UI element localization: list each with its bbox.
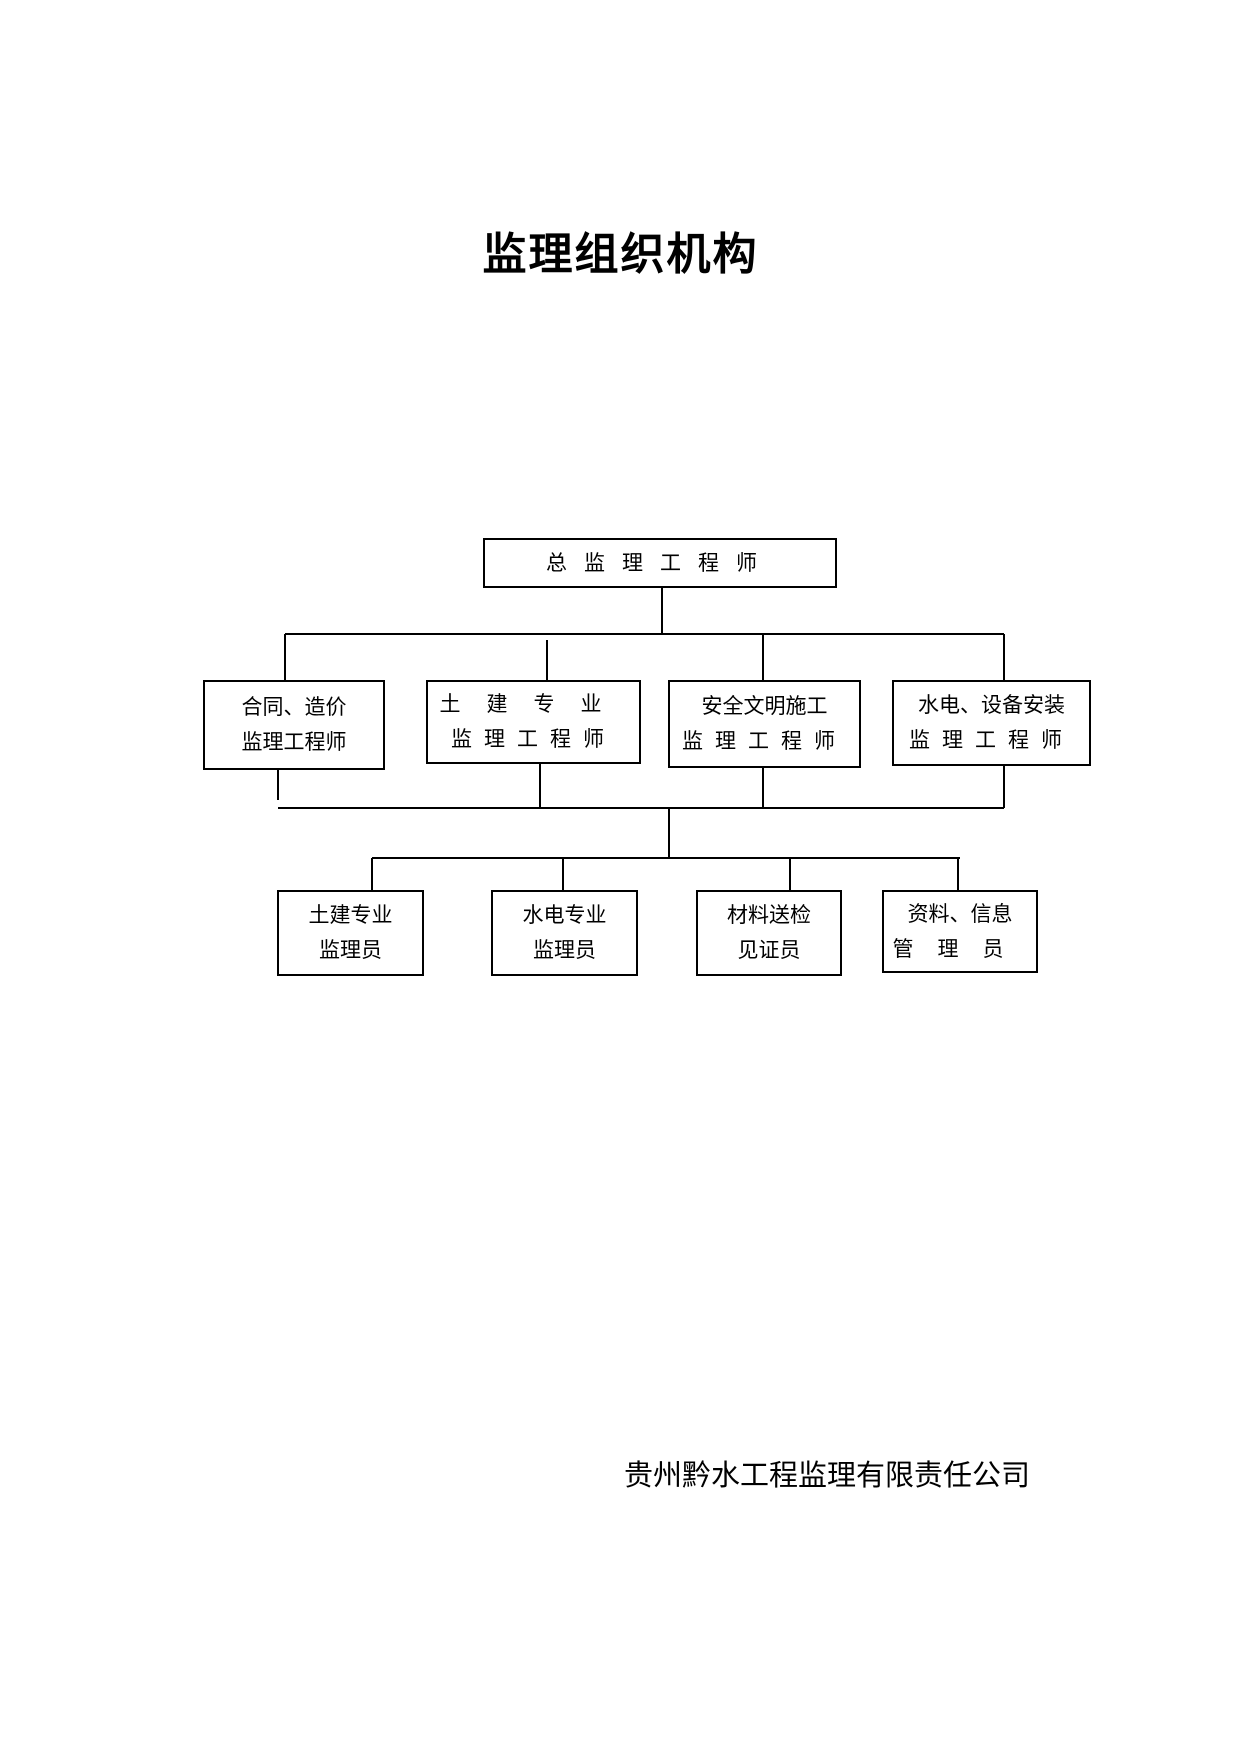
staff-box-line1: 资料、信息 bbox=[907, 901, 1013, 926]
staff-box-material-witness: 材料送检 见证员 bbox=[696, 890, 842, 976]
engineer-box-civil: 土建专业 监理工程师 bbox=[426, 680, 641, 764]
engineer-box-line2: 监理工程师 bbox=[909, 728, 1074, 752]
engineer-box-safety: 安全文明施工 监理工程师 bbox=[668, 680, 861, 768]
chief-engineer-label: 总监理工程师 bbox=[546, 550, 774, 575]
company-name: 贵州黔水工程监理有限责任公司 bbox=[624, 1458, 1031, 1492]
engineer-box-line2: 监理工程师 bbox=[241, 730, 347, 754]
staff-box-line2: 见证员 bbox=[737, 938, 801, 962]
engineer-box-line1: 土建专业 bbox=[439, 692, 628, 716]
engineer-box-line1: 合同、造价 bbox=[241, 695, 347, 719]
staff-box-document-info: 资料、信息 管理员 bbox=[882, 890, 1038, 973]
engineer-box-line2: 监理工程师 bbox=[682, 729, 847, 753]
staff-box-civil: 土建专业 监理员 bbox=[277, 890, 424, 976]
engineer-box-mep: 水电、设备安装 监理工程师 bbox=[892, 680, 1091, 766]
staff-box-line1: 水电专业 bbox=[522, 903, 607, 927]
staff-box-line1: 土建专业 bbox=[308, 903, 393, 927]
staff-box-line2: 管理员 bbox=[892, 936, 1028, 961]
engineer-box-line1: 水电、设备安装 bbox=[918, 693, 1065, 717]
engineer-box-contract-cost: 合同、造价 监理工程师 bbox=[203, 680, 385, 770]
staff-box-mep: 水电专业 监理员 bbox=[491, 890, 638, 976]
chief-engineer-box: 总监理工程师 bbox=[483, 538, 837, 588]
staff-box-line2: 监理员 bbox=[533, 938, 596, 962]
staff-box-line2: 监理员 bbox=[319, 938, 382, 962]
engineer-box-line1: 安全文明施工 bbox=[701, 694, 828, 718]
page-title: 监理组织机构 bbox=[482, 229, 759, 280]
staff-box-line1: 材料送检 bbox=[727, 903, 811, 927]
engineer-box-line2: 监理工程师 bbox=[451, 727, 616, 751]
